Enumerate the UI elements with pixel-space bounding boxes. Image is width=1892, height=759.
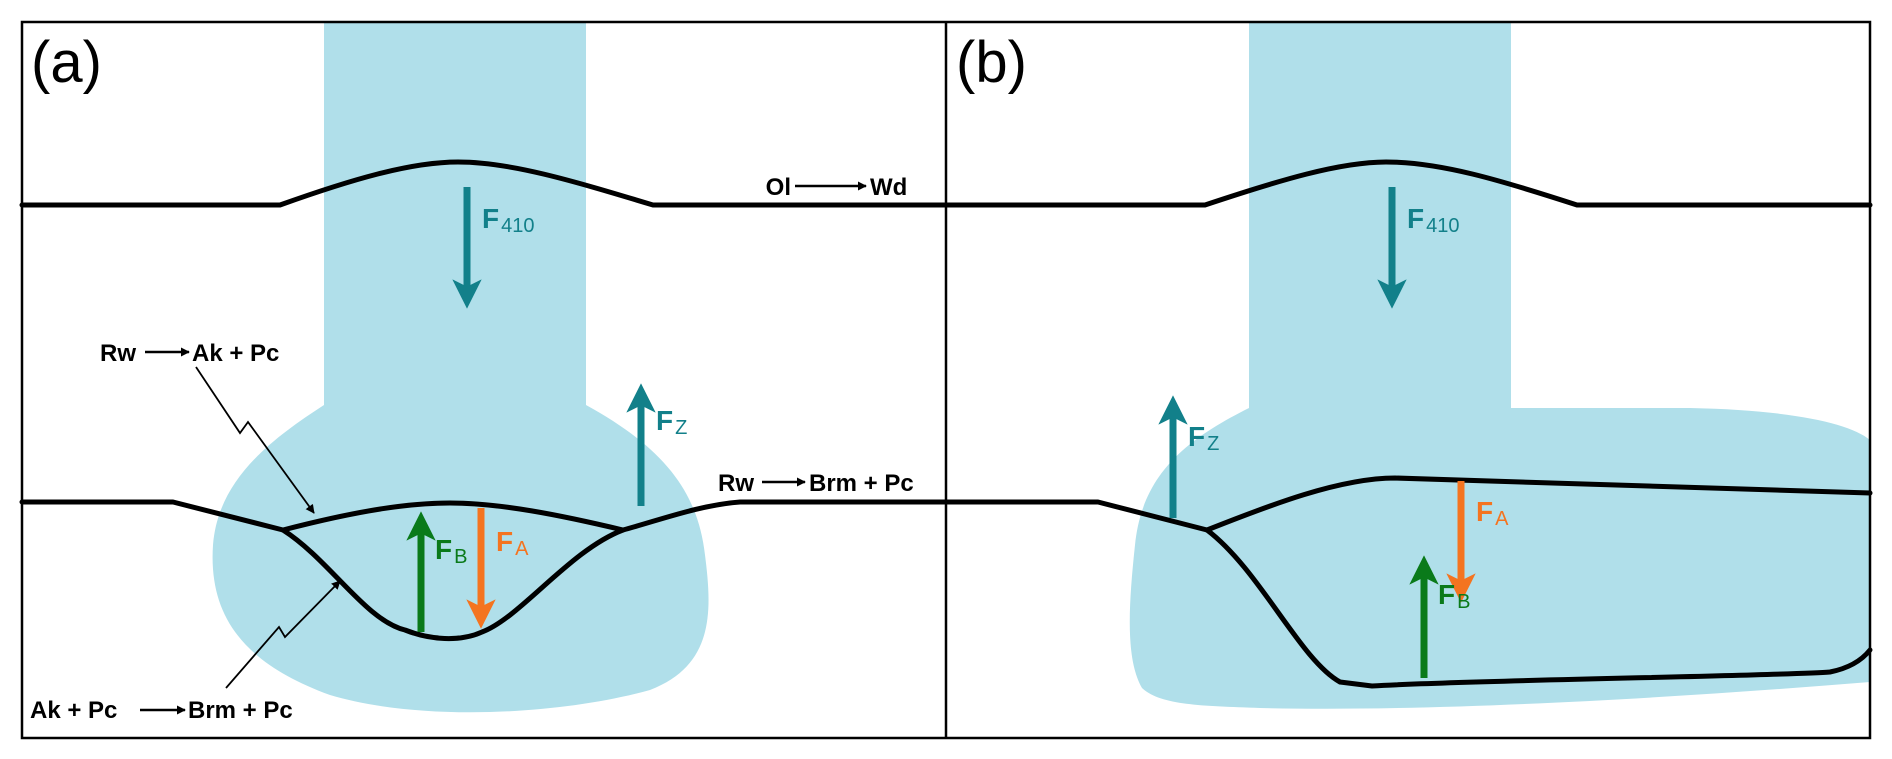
svg-text:Wd: Wd [870, 174, 907, 201]
upper-boundary-b [943, 475, 1873, 533]
panel-a-label: (a) [31, 30, 102, 95]
rw-ak-pc-leader [195, 366, 315, 514]
plume-head-b [1129, 408, 1870, 709]
ak-pc-boundary-a [280, 527, 626, 641]
svg-text:Rw: Rw [100, 340, 136, 367]
lower-boundary-b [1204, 527, 1873, 689]
plume-column-b [1249, 22, 1511, 422]
plume-head-a [212, 405, 709, 713]
ol-wd-label: Ol Wd [766, 174, 908, 201]
svg-text:Brm + Pc: Brm + Pc [809, 470, 914, 497]
rw-ak-pc-label: Rw Ak + Pc [100, 340, 279, 367]
rw-brm-pc-label: Rw Brm + Pc [718, 470, 914, 497]
svg-text:Rw: Rw [718, 470, 754, 497]
plume-column-a [324, 22, 586, 422]
panel-b-label: (b) [956, 30, 1027, 95]
ol-wd-boundary-a [19, 159, 948, 208]
svg-text:Ak + Pc: Ak + Pc [30, 697, 117, 724]
rw-brm-boundary-a [19, 499, 948, 533]
svg-text:Brm + Pc: Brm + Pc [188, 697, 293, 724]
ak-pc-brm-pc-label: Ak + Pc Brm + Pc [30, 697, 293, 724]
ol-wd-boundary-b [943, 159, 1873, 208]
ak-pc-brm-pc-leader [225, 580, 341, 689]
svg-text:Ak + Pc: Ak + Pc [192, 340, 279, 367]
svg-text:Ol: Ol [766, 174, 791, 201]
